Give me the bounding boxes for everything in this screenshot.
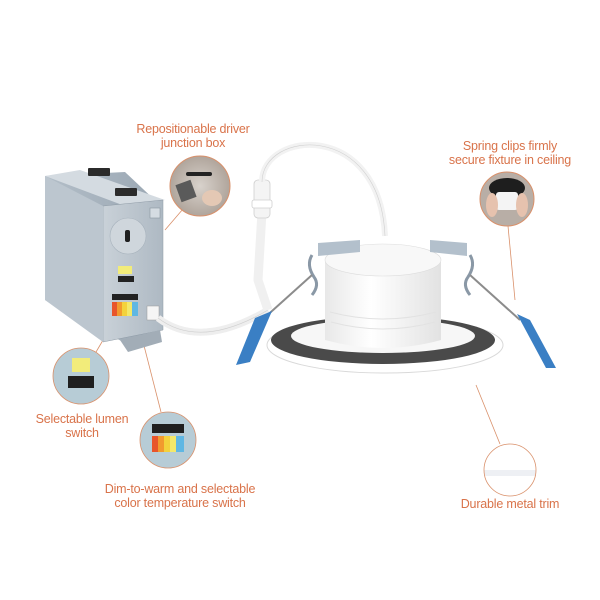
label-spring-clips: Spring clips firmly secure fixture in ce… — [430, 139, 590, 167]
label-spring-clips-line1: Spring clips firmly — [462, 139, 558, 153]
callout-metal-trim-photo — [484, 444, 536, 496]
label-cct-switch: Dim-to-warm and selectable color tempera… — [80, 482, 280, 510]
label-junction-box-line1: Repositionable driver — [136, 122, 250, 136]
label-junction-box-line2: junction box — [160, 136, 226, 150]
label-spring-clips-line2: secure fixture in ceiling — [448, 153, 572, 167]
callout-lumen-switch-photo — [53, 348, 109, 404]
label-lumen-switch: Selectable lumen switch — [22, 412, 142, 440]
label-lumen-switch-line2: switch — [65, 426, 99, 440]
label-metal-trim-line1: Durable metal trim — [460, 497, 560, 511]
label-cct-switch-line1: Dim-to-warm and selectable — [104, 482, 256, 496]
downlight-fixture — [236, 240, 556, 374]
label-metal-trim: Durable metal trim — [450, 497, 570, 511]
label-lumen-switch-line1: Selectable lumen — [35, 412, 129, 426]
callout-spring-clips-photo — [480, 172, 534, 226]
label-cct-switch-line2: color temperature switch — [114, 496, 246, 510]
callout-junction-box-photo — [170, 156, 230, 216]
junction-box — [45, 168, 165, 352]
callout-cct-switch-photo — [140, 412, 196, 468]
label-junction-box: Repositionable driver junction box — [118, 122, 268, 150]
